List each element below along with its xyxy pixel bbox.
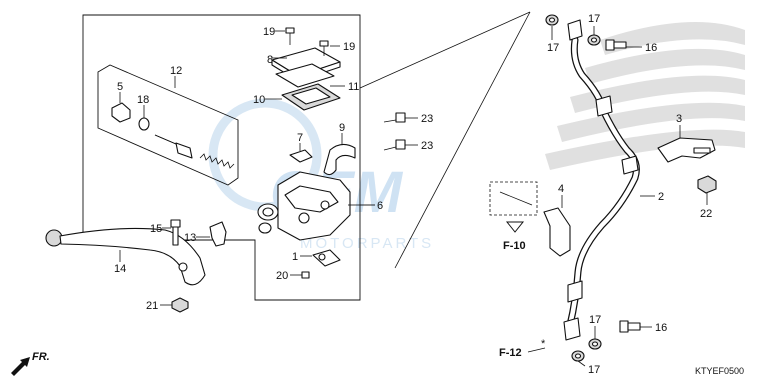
oil-bolt-16a <box>605 39 642 51</box>
lever-pivot <box>196 221 227 247</box>
diaphragm-plate <box>275 63 345 88</box>
part-label-17: 17 <box>547 42 559 54</box>
part-label-16: 16 <box>655 322 667 334</box>
diaphragm <box>265 83 341 111</box>
part-label-3: 3 <box>676 113 682 125</box>
item-5-cap <box>111 92 131 123</box>
circlip-18 <box>138 105 150 131</box>
part-label-23: 23 <box>421 140 433 152</box>
part-label-19: 19 <box>343 41 355 53</box>
part-label-2: 2 <box>658 191 664 203</box>
part-label-20: 20 <box>276 270 288 282</box>
part-label-16: 16 <box>645 42 657 54</box>
clamp-bolt <box>697 175 717 205</box>
part-label-11: 11 <box>348 81 359 93</box>
part-label-23: 23 <box>421 113 433 125</box>
washer-17c <box>588 326 602 350</box>
part-label-18: 18 <box>137 94 149 106</box>
cap-screw-19b <box>319 40 340 56</box>
part-label-9: 9 <box>339 122 345 134</box>
part-label-12: 12 <box>170 65 182 77</box>
reference-f12: F-12 <box>499 347 522 359</box>
part-label-8: 8 <box>267 54 273 66</box>
part-label-17: 17 <box>589 314 601 326</box>
hose-clamp <box>657 125 716 163</box>
push-rod-kit-frame <box>97 64 239 186</box>
holder-bolt-23b <box>383 139 418 151</box>
f12-star: * <box>541 338 546 350</box>
cap-screw-19a <box>275 27 295 45</box>
part-label-17: 17 <box>588 364 600 376</box>
brake-lever <box>45 227 206 286</box>
part-label-6: 6 <box>377 200 383 212</box>
part-label-7: 7 <box>297 132 303 144</box>
wing-logo-watermark <box>545 22 745 170</box>
brake-hose <box>563 19 655 341</box>
holder-bolt-23a <box>383 112 418 123</box>
brake-light-switch <box>300 249 341 267</box>
part-label-15: 15 <box>150 223 162 235</box>
return-spring <box>199 153 235 169</box>
washer-17a <box>545 14 559 40</box>
part-label-13: 13 <box>184 232 196 244</box>
pivot-nut <box>160 297 189 313</box>
front-direction-arrow <box>11 357 30 376</box>
diagram-code: KTYEF0500 <box>695 366 744 376</box>
oil-bolt-16b <box>619 320 652 333</box>
hose-guide <box>499 191 571 257</box>
washer-17b <box>587 26 601 46</box>
push-rod <box>154 134 193 159</box>
master-cylinder-holder <box>323 133 356 176</box>
f10-arrow <box>505 221 525 233</box>
pivot-bolt <box>162 219 181 246</box>
f10-dashed-box <box>489 181 538 216</box>
front-label: FR. <box>32 351 50 363</box>
switch-clamp <box>289 143 313 163</box>
part-label-21: 21 <box>146 300 158 312</box>
part-label-4: 4 <box>558 183 564 195</box>
part-label-22: 22 <box>700 208 712 220</box>
part-label-19: 19 <box>263 26 275 38</box>
watermark-sub-text: MOTORPARTS <box>300 235 434 252</box>
connection-line <box>359 11 531 89</box>
part-label-5: 5 <box>117 81 123 93</box>
connection-line <box>394 11 531 269</box>
part-label-10: 10 <box>253 94 265 106</box>
switch-screw <box>290 271 310 279</box>
washer-17d <box>571 350 586 367</box>
part-label-17: 17 <box>588 13 600 25</box>
f12-leader <box>527 347 546 353</box>
part-label-1: 1 <box>292 251 298 263</box>
reference-f10: F-10 <box>503 240 526 252</box>
part-label-14: 14 <box>114 263 126 275</box>
master-cylinder-body <box>257 171 360 241</box>
